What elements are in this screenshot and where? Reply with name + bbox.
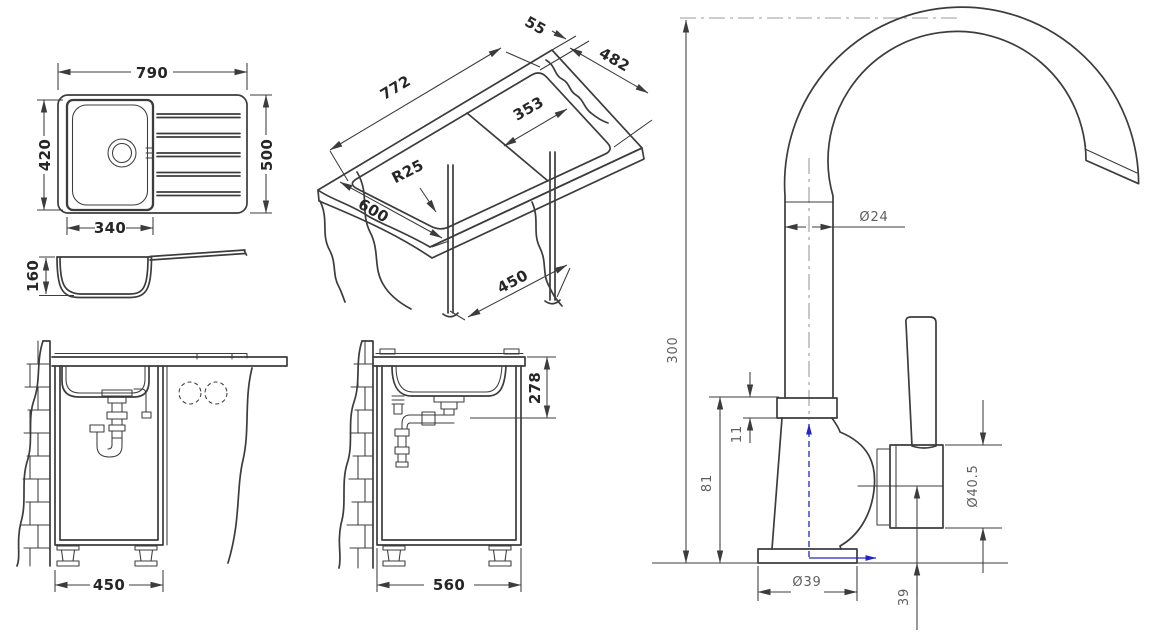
profile-bowl-inner [59, 256, 149, 295]
faucet-collar [776, 397, 838, 419]
dim-collar-height: 11 [730, 425, 745, 443]
bowl-section-outer [61, 365, 150, 398]
dim-bowl-width: 340 [94, 219, 126, 237]
top-view-dimensions: 790 500 420 340 [36, 63, 276, 237]
dim-cabinet-width: 450 [93, 576, 125, 594]
panel-break-line [227, 367, 253, 564]
view-worktop-cutout-iso: 772 55 482 353 R25 600 450 [317, 13, 653, 321]
cabinet-box [376, 365, 522, 546]
faucet-dimensions: 300 Ø24 11 81 Ø40.5 39 Ø39 [666, 19, 1002, 630]
view-sink-top: 790 500 420 340 [36, 63, 276, 237]
bowl-outer-edge [65, 98, 155, 212]
worktop-break-line-right [545, 59, 609, 124]
side-section-dimensions: 278 560 [376, 356, 556, 594]
countertop-front [51, 356, 288, 367]
dim-spout-height: 300 [666, 336, 681, 363]
drain-assembly [391, 395, 465, 468]
bowl-section-inner [395, 365, 503, 393]
profile-bowl-outer [56, 256, 153, 299]
cabinet-foot [134, 545, 158, 567]
sink-rim-line [54, 352, 248, 360]
dim-overall-depth: 500 [258, 139, 276, 171]
sink-outer-rim [57, 94, 248, 214]
countertop-side [372, 356, 526, 367]
view-faucet: 300 Ø24 11 81 Ø40.5 39 Ø39 [652, 6, 1140, 630]
view-cabinet-side-section: 278 560 [338, 340, 556, 594]
dim-bowl-section-length: 353 [510, 93, 547, 125]
dim-cutout-width: 482 [596, 44, 633, 76]
dim-cabinet-depth: 560 [433, 576, 465, 594]
cabinet-foot [488, 545, 512, 567]
dim-cutout-length: 772 [377, 72, 414, 104]
valve-detail-lines [857, 444, 944, 529]
drain-hole-inner [111, 142, 133, 164]
worktop-top-face [317, 49, 643, 248]
dim-valve-body-diameter: Ø40.5 [966, 464, 981, 507]
pipe-hole-dashed-circle [204, 381, 228, 405]
faucet-handle [905, 316, 937, 449]
dim-base-diameter: Ø39 [792, 575, 821, 590]
view-cabinet-front-section: 450 [16, 340, 288, 594]
brick-wall [16, 340, 51, 567]
cutout-divider [466, 112, 549, 182]
dim-spout-tube-diameter: Ø24 [859, 210, 888, 225]
spout-aerator-band [1084, 148, 1138, 174]
cabinet-box [54, 365, 164, 546]
dim-bowl-height: 160 [24, 260, 42, 292]
dim-edge-offset: 55 [522, 13, 550, 39]
overflow-marks [145, 147, 153, 159]
base-flange [757, 548, 858, 564]
dim-drain-outlet-height: 278 [526, 372, 544, 404]
view-sink-profile: 160 [24, 249, 248, 299]
front-section-dimensions: 450 [54, 570, 164, 594]
profile-dimensions: 160 [24, 256, 74, 297]
faucet-body [771, 417, 876, 550]
bowl-inner-edge [71, 104, 149, 206]
dim-iso-cabinet-width: 450 [494, 266, 531, 297]
cabinet-break-lines [319, 171, 563, 310]
drainer-grooves [156, 113, 241, 197]
cabinet-foot [56, 545, 80, 567]
dim-corner-radius: R25 [389, 156, 427, 187]
rim-clip [379, 348, 396, 355]
rim-clip [503, 348, 520, 355]
dim-valve-axis-height: 39 [897, 588, 912, 606]
profile-rim-and-drainer [56, 249, 248, 261]
brick-wall [338, 340, 374, 569]
drain-hole-outer [107, 138, 137, 168]
dim-worktop-depth: 600 [355, 195, 392, 227]
bowl-section-inner [65, 365, 146, 394]
cabinet-foot [382, 545, 406, 567]
spout-tube [783, 6, 1140, 399]
dim-body-height: 81 [700, 474, 715, 492]
dim-bowl-depth: 420 [36, 139, 54, 171]
cabinet-side-panels [442, 151, 561, 318]
valve-neck [876, 448, 891, 526]
pipe-hole-dashed-circle [178, 381, 202, 405]
dim-overall-width: 790 [136, 64, 168, 82]
drain-trap [89, 388, 152, 458]
